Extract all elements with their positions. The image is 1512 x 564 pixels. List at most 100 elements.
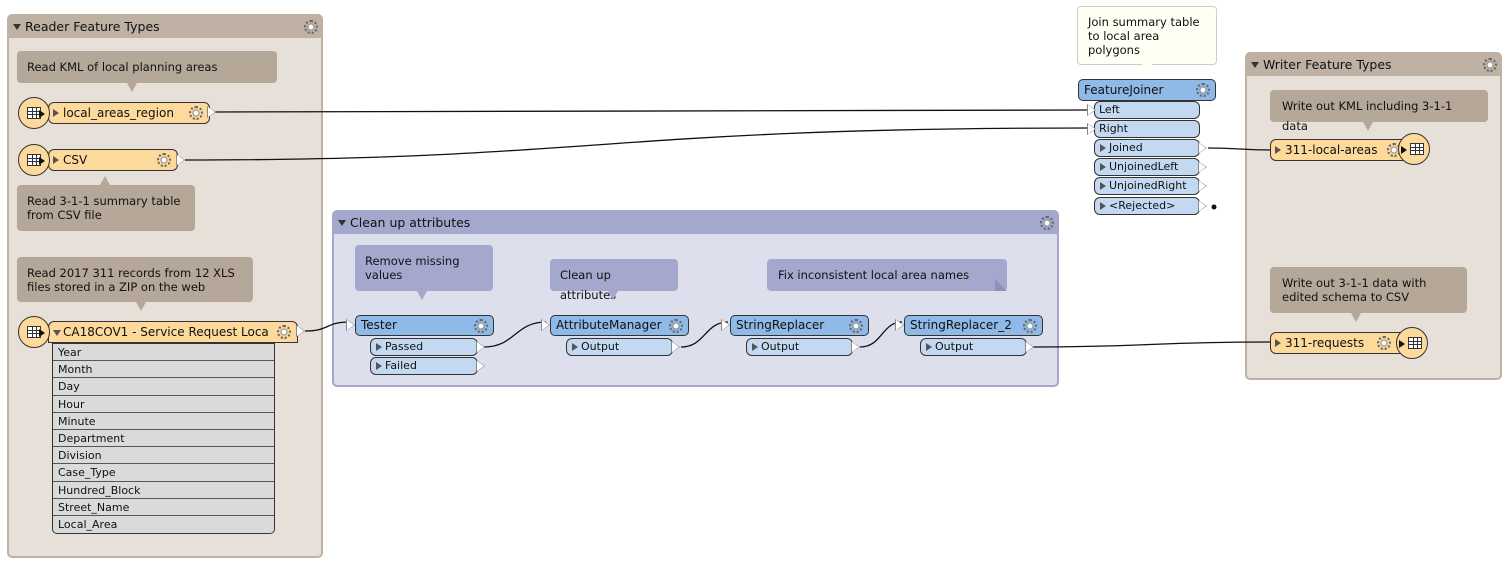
input-port[interactable]	[541, 319, 550, 331]
annotation-text: polygons	[1088, 43, 1140, 57]
reader-feature-type-local-areas[interactable]: local_areas_region	[48, 102, 210, 124]
output-port-arrow[interactable]	[1198, 200, 1207, 212]
transformer-string-replacer[interactable]: StringReplacer	[730, 315, 869, 336]
output-port[interactable]	[296, 325, 305, 337]
output-port-arrow[interactable]	[671, 341, 680, 353]
writer-feature-type-311-local-areas[interactable]: 311-local-areas	[1270, 139, 1410, 161]
gear-icon[interactable]	[849, 319, 863, 333]
reader-icon[interactable]	[18, 97, 50, 129]
attribute-row[interactable]: Division	[53, 447, 274, 465]
output-port-output[interactable]: Output	[920, 338, 1027, 356]
expand-icon[interactable]	[376, 362, 382, 370]
expand-icon[interactable]	[53, 109, 59, 117]
expand-icon[interactable]	[376, 343, 382, 351]
expand-icon[interactable]	[1100, 163, 1106, 171]
reader-icon[interactable]	[18, 144, 50, 176]
output-port-unjoined-right[interactable]: UnjoinedRight	[1094, 177, 1200, 195]
expand-icon[interactable]	[752, 343, 758, 351]
expand-icon[interactable]	[1100, 182, 1106, 190]
output-port-rejected[interactable]: <Rejected>	[1094, 197, 1200, 215]
annotation-read-xls[interactable]: Read 2017 311 records from 12 XLS files …	[17, 257, 253, 302]
output-port-failed[interactable]: Failed	[370, 357, 478, 375]
input-port-right[interactable]: Right	[1094, 120, 1200, 138]
input-port[interactable]	[895, 319, 904, 331]
writer-bookmark-header[interactable]: Writer Feature Types	[1247, 54, 1500, 76]
attribute-row[interactable]: Case_Type	[53, 464, 274, 482]
output-port-arrow[interactable]	[1198, 161, 1207, 173]
input-port-arrow[interactable]	[1087, 123, 1096, 135]
transformer-string-replacer-2[interactable]: StringReplacer_2	[904, 315, 1043, 336]
output-port-joined[interactable]: Joined	[1094, 139, 1200, 157]
attribute-row[interactable]: Month	[53, 361, 274, 379]
collapse-icon[interactable]	[338, 220, 346, 226]
output-port-output[interactable]: Output	[746, 338, 853, 356]
output-port-arrow[interactable]	[476, 341, 485, 353]
output-port-arrow[interactable]	[476, 360, 485, 372]
feature-type-name: local_areas_region	[63, 106, 174, 120]
expand-icon[interactable]	[1100, 202, 1106, 210]
annotation-write-kml[interactable]: Write out KML including 3-1-1 data	[1270, 90, 1488, 133]
gear-icon[interactable]	[474, 319, 488, 333]
attribute-row[interactable]: Department	[53, 430, 274, 448]
attribute-row[interactable]: Day	[53, 378, 274, 396]
expand-icon[interactable]	[926, 343, 932, 351]
output-port-arrow[interactable]	[1025, 341, 1034, 353]
collapse-icon[interactable]	[13, 24, 21, 30]
annotation-join[interactable]: Join summary table to local area polygon…	[1077, 6, 1217, 65]
annotation-clean-up[interactable]: Clean up attributes	[550, 259, 678, 302]
gear-icon[interactable]	[189, 106, 203, 120]
expand-icon[interactable]	[53, 156, 59, 164]
expand-icon[interactable]	[1100, 144, 1106, 152]
output-port-arrow[interactable]	[851, 341, 860, 353]
reader-feature-type-csv[interactable]: CSV	[48, 149, 178, 171]
writer-icon[interactable]	[1398, 133, 1430, 165]
output-port-passed[interactable]: Passed	[370, 338, 478, 356]
output-port-arrow[interactable]	[1198, 142, 1207, 154]
annotation-pointer	[127, 83, 137, 92]
output-port-unjoined-left[interactable]: UnjoinedLeft	[1094, 158, 1200, 176]
output-port-arrow[interactable]	[1198, 180, 1207, 192]
gear-icon[interactable]	[1196, 83, 1210, 97]
gear-icon[interactable]	[1023, 319, 1037, 333]
attribute-row[interactable]: Minute	[53, 413, 274, 430]
expand-icon[interactable]	[1275, 339, 1281, 347]
attribute-row[interactable]: Hour	[53, 396, 274, 413]
attribute-row[interactable]: Street_Name	[53, 499, 274, 516]
input-port[interactable]	[721, 319, 730, 331]
collapse-icon[interactable]	[53, 330, 61, 336]
writer-feature-type-311-requests[interactable]: 311-requests	[1270, 332, 1410, 354]
expand-icon[interactable]	[1275, 146, 1281, 154]
cleanup-bookmark-header[interactable]: Clean up attributes	[334, 212, 1057, 234]
gear-icon[interactable]	[669, 319, 683, 333]
writer-icon[interactable]	[1396, 327, 1428, 359]
output-port[interactable]	[207, 106, 216, 118]
annotation-remove-missing[interactable]: Remove missing values	[355, 245, 493, 291]
collapse-icon[interactable]	[1251, 62, 1259, 68]
gear-icon[interactable]	[304, 20, 318, 34]
attribute-row[interactable]: Hundred_Block	[53, 482, 274, 499]
reader-feature-type-service-requests[interactable]: CA18COV1 - Service Request Loca	[48, 321, 298, 343]
annotation-fix-names[interactable]: Fix inconsistent local area names	[767, 259, 1007, 291]
gear-icon[interactable]	[1040, 216, 1054, 230]
output-port-output[interactable]: Output	[566, 338, 673, 356]
output-port[interactable]	[176, 154, 185, 166]
annotation-read-csv[interactable]: Read 3-1-1 summary table from CSV file	[17, 185, 195, 231]
reader-icon[interactable]	[18, 316, 50, 348]
transformer-tester[interactable]: Tester	[355, 315, 494, 336]
reader-bookmark-header[interactable]: Reader Feature Types	[9, 16, 321, 38]
gear-icon[interactable]	[1377, 336, 1391, 350]
transformer-attribute-manager[interactable]: AttributeManager	[550, 315, 689, 336]
attribute-row[interactable]: Year	[53, 344, 274, 362]
gear-icon[interactable]	[277, 325, 291, 339]
annotation-write-csv[interactable]: Write out 3-1-1 data with edited schema …	[1270, 267, 1467, 313]
input-port[interactable]	[346, 319, 355, 331]
attribute-row[interactable]: Local_Area	[58, 517, 118, 531]
gear-icon[interactable]	[157, 153, 171, 167]
expand-icon[interactable]	[572, 343, 578, 351]
gear-icon[interactable]	[1483, 58, 1497, 72]
annotation-text: Write out 3-1-1 data with	[1282, 276, 1427, 290]
input-port-arrow[interactable]	[1087, 104, 1096, 116]
transformer-feature-joiner[interactable]: FeatureJoiner	[1078, 79, 1216, 101]
input-port-left[interactable]: Left	[1094, 101, 1200, 119]
annotation-read-kml[interactable]: Read KML of local planning areas	[17, 51, 277, 83]
